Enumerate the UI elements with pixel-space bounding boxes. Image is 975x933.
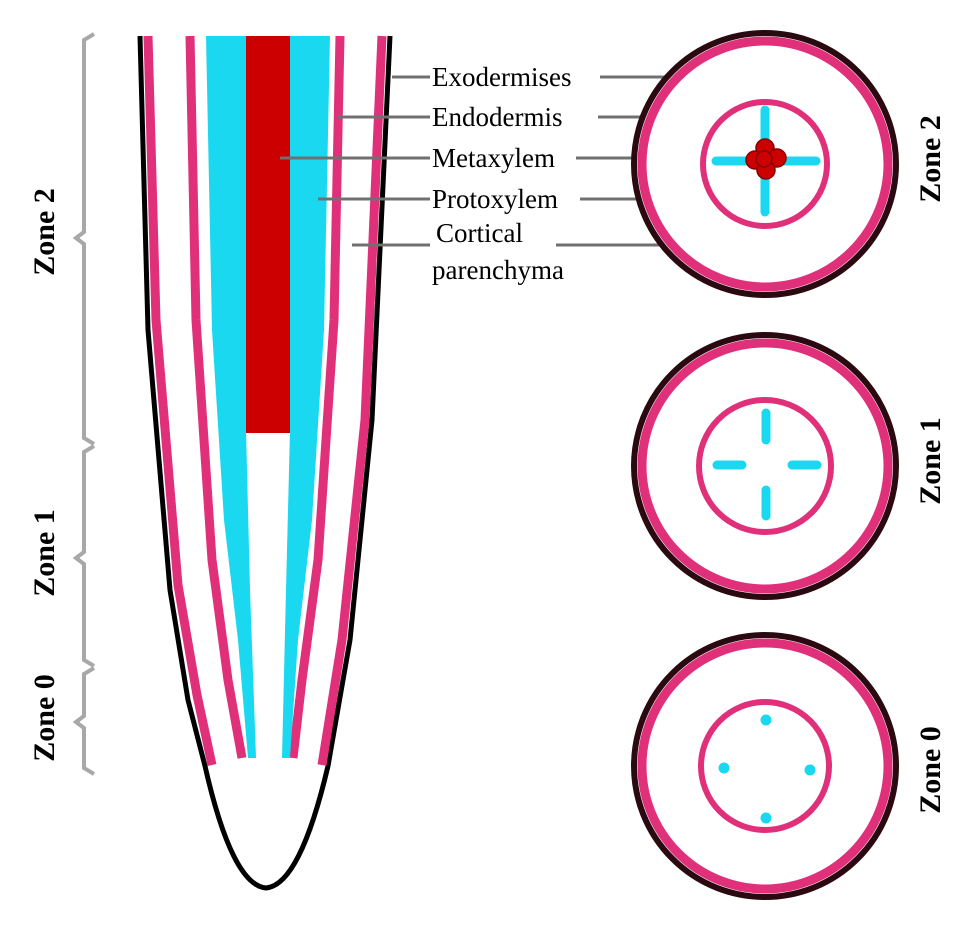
label-exodermises: Exodermises: [432, 62, 571, 92]
zone2-label-left: Zone 2: [28, 188, 61, 276]
label-cortical: Cortical: [436, 218, 523, 248]
cross-section-zone0: [631, 632, 899, 900]
cs2-exodermis: [637, 36, 893, 292]
zone-labels-left: Zone 2 Zone 1 Zone 0: [28, 188, 61, 762]
cross-section-zone1: [631, 332, 899, 600]
zone2-label-right: Zone 2: [914, 115, 947, 203]
cs0-outer-rim: [631, 632, 899, 900]
longitudinal-root: [137, 35, 393, 891]
label-protoxylem: Protoxylem: [432, 184, 558, 214]
label-parenchyma: parenchyma: [432, 255, 564, 285]
cs1-protoxylem-strands: [712, 408, 822, 521]
zone1-label-right: Zone 1: [914, 417, 947, 505]
cs2-metaxylem-cluster: [745, 138, 787, 180]
zone0-bracket: [72, 666, 96, 776]
cs0-endodermis: [698, 699, 832, 833]
endodermis-left: [185, 35, 247, 759]
label-endodermis: Endodermis: [432, 102, 562, 132]
zone0-label-right: Zone 0: [914, 726, 947, 814]
structure-labels: Exodermises Endodermis Metaxylem Protoxy…: [432, 62, 571, 285]
zone-brackets: [72, 32, 96, 776]
cs1-exodermis: [637, 338, 893, 594]
cs2-endodermis: [700, 99, 830, 229]
protoxylem-left: [206, 36, 256, 758]
zone1-label-left: Zone 1: [28, 509, 61, 597]
cs1-outer-rim: [631, 332, 899, 600]
zone2-bracket: [72, 32, 96, 446]
endodermis-right: [288, 35, 345, 759]
label-metaxylem: Metaxylem: [432, 143, 555, 173]
protoxylem-right: [282, 36, 330, 758]
zone0-label-left: Zone 0: [28, 674, 61, 762]
cs1-endodermis: [696, 397, 834, 535]
cs0-exodermis: [637, 638, 893, 894]
zone1-bracket: [72, 444, 96, 668]
cs0-protoxylem-dots: [718, 714, 816, 824]
root-outline: [137, 35, 393, 891]
exodermis-left: [143, 35, 217, 766]
exodermis-right: [317, 35, 387, 766]
cross-section-zone2: [631, 30, 899, 298]
metaxylem-column: [246, 36, 290, 433]
